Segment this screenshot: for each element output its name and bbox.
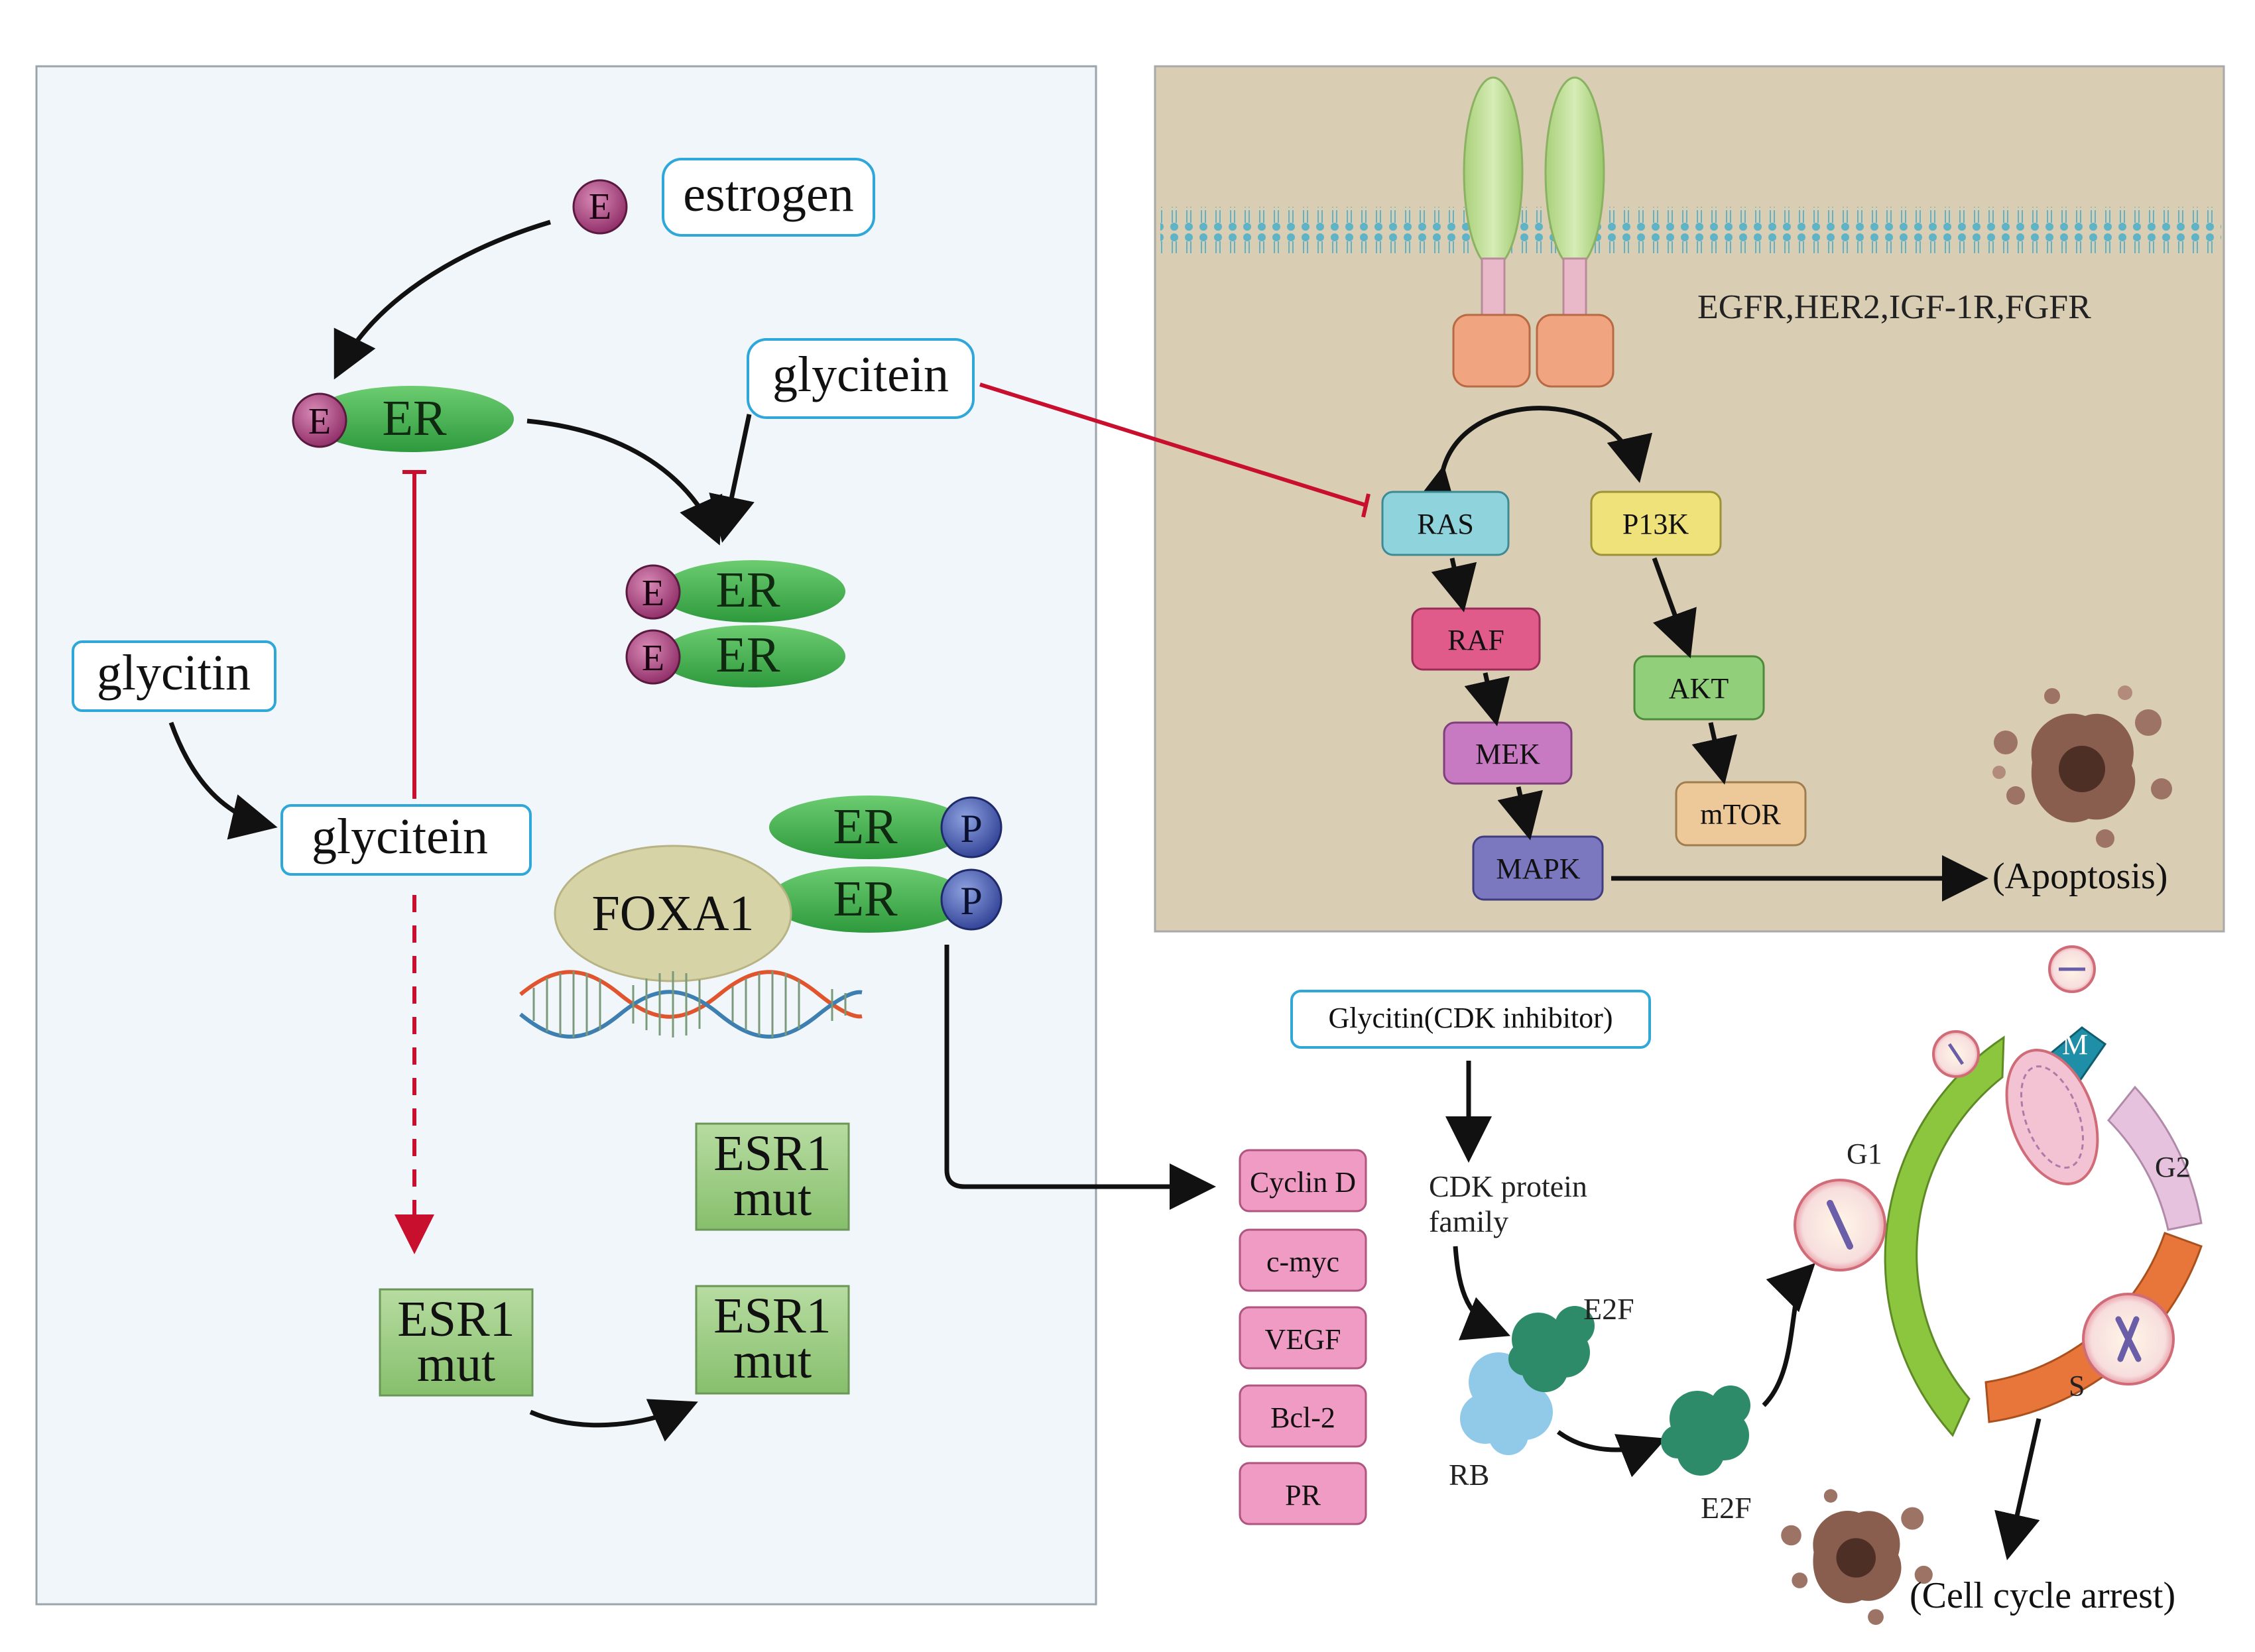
svg-text:ER: ER — [833, 871, 897, 927]
rb-e2f-complex — [1460, 1306, 1595, 1455]
estrogen-label: estrogen — [662, 158, 875, 237]
svg-text:P13K: P13K — [1622, 508, 1689, 540]
svg-text:ER: ER — [833, 799, 897, 855]
receptor-right — [1536, 76, 1615, 388]
svg-text:RAF: RAF — [1447, 624, 1504, 656]
glycitin-cdk-inhibitor-label: Glycitin(CDK inhibitor) — [1290, 990, 1651, 1049]
svg-text:mut: mut — [733, 1333, 812, 1389]
esr1-mut-box-right: ESR1 mut — [695, 1285, 850, 1395]
svg-text:E: E — [642, 638, 664, 679]
svg-text:PR: PR — [1285, 1479, 1321, 1511]
svg-text:glycitein: glycitein — [772, 347, 949, 402]
svg-text:ESR1: ESR1 — [397, 1291, 515, 1347]
arrow-cycle-to-arrest — [1994, 1418, 2042, 1561]
svg-text:Glycitin(CDK inhibitor): Glycitin(CDK inhibitor) — [1329, 1002, 1613, 1034]
inhibit-glycitein-to-ras — [979, 383, 1371, 518]
arrow-estrogen-to-er — [334, 219, 552, 380]
glycitein-top-label: glycitein — [747, 338, 975, 419]
cell-m-icon — [1932, 945, 2099, 1185]
arrow-rb-to-e2f — [1556, 1430, 1667, 1478]
svg-text:ER: ER — [382, 390, 446, 446]
svg-text:MAPK: MAPK — [1496, 853, 1580, 885]
svg-text:MEK: MEK — [1475, 738, 1540, 770]
svg-text:Bcl-2: Bcl-2 — [1270, 1401, 1335, 1434]
g2-label: G2 — [2155, 1151, 2191, 1183]
glycitein-mid-label: glycitein — [280, 804, 532, 876]
e2f-free — [1661, 1386, 1750, 1476]
g1-label: G1 — [1847, 1138, 1882, 1170]
er-phosphorylated-top: ER P — [769, 796, 1003, 859]
arrow-er-to-cyclind — [944, 945, 1216, 1210]
ras-node: RAS — [1381, 491, 1510, 556]
svg-text:E: E — [589, 186, 611, 227]
svg-text:AKT: AKT — [1669, 672, 1729, 705]
apoptotic-cell-icon — [1992, 685, 2172, 848]
esr1-mut-box-top: ESR1 mut — [695, 1122, 850, 1231]
raf-node: RAF — [1411, 607, 1541, 671]
er-dimer: ER E ER E — [625, 560, 845, 687]
svg-text:P: P — [960, 807, 982, 851]
glycitin-label: glycitin — [72, 640, 276, 712]
receptor-left — [1452, 76, 1531, 388]
cdk-label-line1: CDK protein — [1429, 1169, 1587, 1203]
cell-cycle-ring — [1884, 1026, 2203, 1437]
pi3k-node: P13K — [1590, 491, 1722, 556]
arrow-esr1-to-esr1 — [529, 1399, 698, 1442]
svg-text:glycitin: glycitin — [97, 645, 251, 701]
svg-text:E: E — [308, 401, 331, 442]
arrow-glycitin-to-glycitein — [168, 721, 278, 840]
arrow-e2f-to-cycle — [1762, 1263, 1815, 1407]
target-box-cyclin-d: Cyclin D — [1239, 1149, 1367, 1212]
target-box-c-myc: c-myc — [1239, 1228, 1367, 1292]
svg-text:mut: mut — [417, 1336, 495, 1392]
svg-text:P: P — [960, 879, 982, 923]
pathway-arrows — [1431, 557, 1988, 902]
svg-text:FOXA1: FOXA1 — [592, 886, 755, 941]
target-box-pr: PR — [1239, 1462, 1367, 1525]
esr1-mut-box-left: ESR1 mut — [379, 1288, 534, 1397]
svg-text:RAS: RAS — [1417, 508, 1474, 540]
receptors-label: EGFR,HER2,IGF-1R,FGFR — [1697, 288, 2091, 326]
cell-s-icon — [2082, 1293, 2175, 1386]
apoptosis-label: (Apoptosis) — [1992, 856, 2167, 897]
arrow-cdk-to-rb — [1453, 1246, 1510, 1340]
e2f-label-bottom: E2F — [1701, 1491, 1752, 1525]
er-phosphorylated-bottom: ER P — [769, 866, 1003, 933]
cell-cycle-arrest-label: (Cell cycle arrest) — [1910, 1575, 2175, 1616]
arrow-glycitein-to-dimer — [709, 414, 755, 543]
svg-text:mTOR: mTOR — [1700, 798, 1781, 831]
target-box-bcl2: Bcl-2 — [1239, 1384, 1367, 1448]
dna-helix-icon — [519, 970, 863, 1039]
cdk-label-line2: family — [1429, 1205, 1508, 1238]
foxa1: FOXA1 — [554, 845, 792, 982]
svg-text:ESR1: ESR1 — [713, 1288, 831, 1344]
apoptotic-cell-icon-bottom — [1781, 1489, 1933, 1625]
target-box-vegf: VEGF — [1239, 1306, 1367, 1370]
arc-arrow-ras-pi3k — [1412, 406, 1652, 515]
svg-text:E: E — [642, 573, 664, 614]
cell-membrane — [1160, 207, 2221, 253]
svg-text:Cyclin D: Cyclin D — [1250, 1166, 1356, 1199]
svg-text:c-myc: c-myc — [1266, 1246, 1339, 1278]
svg-text:mut: mut — [733, 1171, 812, 1226]
estrogen-ligand: E — [572, 179, 628, 235]
mek-node: MEK — [1443, 721, 1573, 785]
cell-g1-icon — [1794, 1179, 1886, 1271]
mtor-node: mTOR — [1675, 781, 1807, 847]
svg-text:ER: ER — [715, 562, 780, 618]
m-label: M — [2062, 1028, 2088, 1061]
e2f-label-top: E2F — [1583, 1292, 1634, 1326]
svg-text:VEGF: VEGF — [1265, 1323, 1341, 1356]
arrow-er-to-dimer — [526, 418, 723, 546]
svg-text:glycitein: glycitein — [312, 809, 488, 864]
akt-node: AKT — [1633, 655, 1765, 721]
estrogen-receptor-complex: ER E — [292, 386, 514, 452]
s-label: S — [2069, 1370, 2085, 1402]
inhibit-glycitein-to-er — [402, 470, 426, 799]
mapk-node: MAPK — [1472, 835, 1604, 901]
svg-text:ER: ER — [715, 627, 780, 683]
rb-label: RB — [1449, 1458, 1489, 1492]
svg-text:estrogen: estrogen — [683, 166, 853, 222]
svg-text:ESR1: ESR1 — [713, 1126, 831, 1181]
